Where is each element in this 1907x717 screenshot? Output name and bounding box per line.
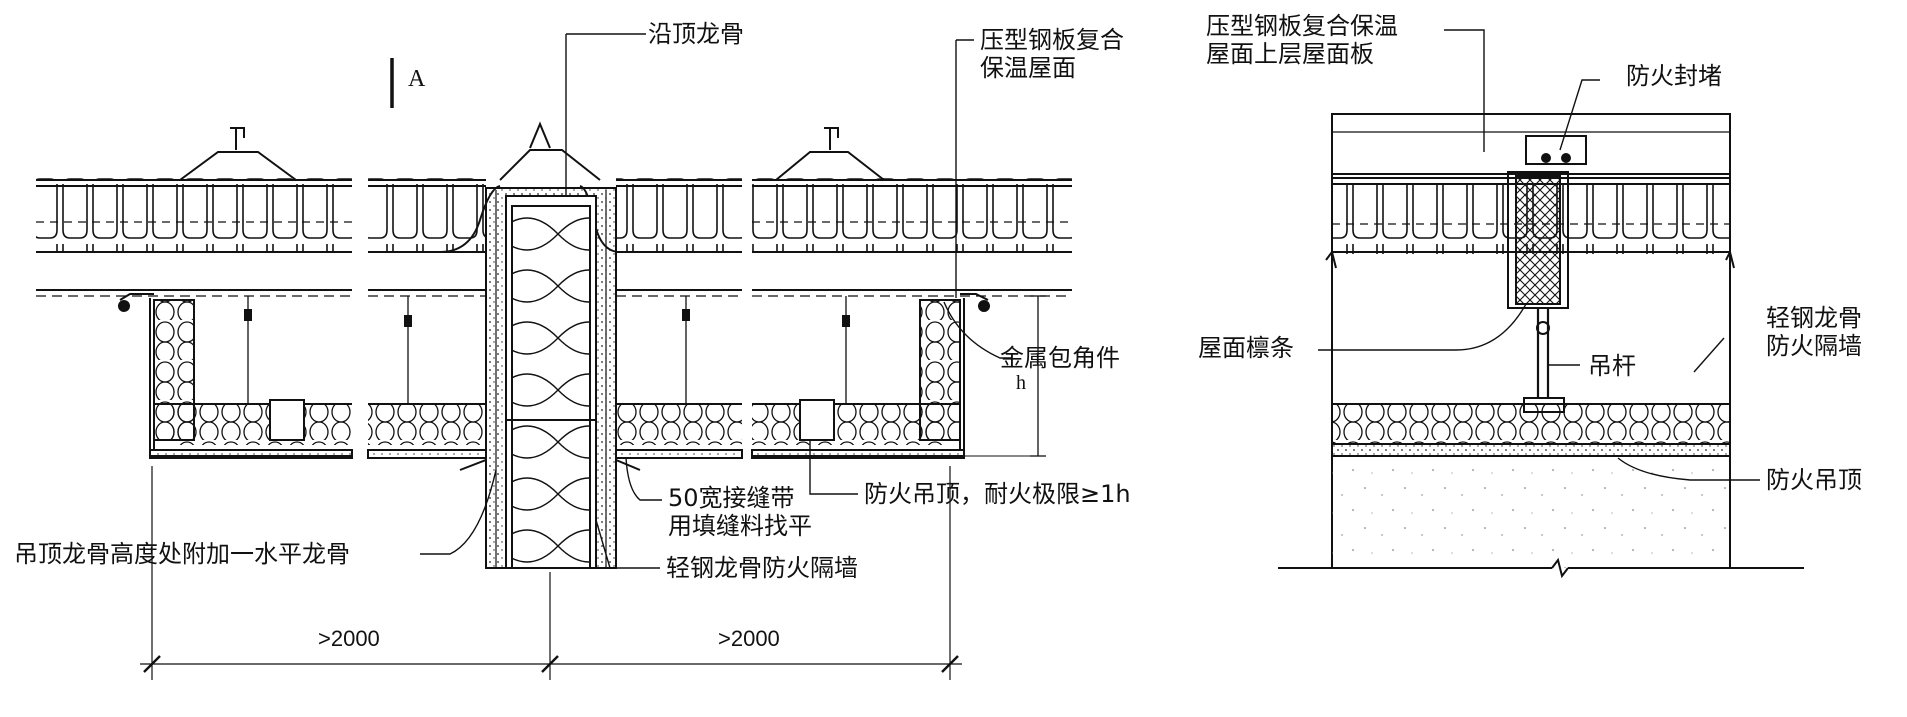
label-upper-panel: 压型钢板复合保温 屋面上层屋面板	[1206, 12, 1398, 68]
label-right-partition-line2: 防火隔墙	[1766, 332, 1862, 360]
label-right-partition: 轻钢龙骨 防火隔墙	[1766, 304, 1862, 360]
label-roof-panel: 压型钢板复合 保温屋面	[980, 26, 1124, 82]
section-mark: A	[408, 66, 426, 92]
dimension-left: >2000	[318, 626, 380, 651]
label-upper-panel-line1: 压型钢板复合保温	[1206, 12, 1398, 40]
label-right-fire-ceiling: 防火吊顶	[1766, 466, 1862, 494]
label-roof-panel-line2: 保温屋面	[980, 54, 1076, 82]
dimension-right: >2000	[718, 626, 780, 651]
label-fire-ceiling: 防火吊顶，耐火极限≥1h	[864, 480, 1131, 508]
label-metal-corner: 金属包角件	[1000, 344, 1120, 372]
label-tape-line2: 用填缝料找平	[668, 512, 812, 540]
label-roof-panel-line1: 压型钢板复合	[980, 26, 1124, 54]
label-fire-seal: 防火封堵	[1626, 62, 1722, 90]
height-mark: h	[1016, 372, 1026, 394]
label-tape: 50宽接缝带 用填缝料找平	[668, 484, 812, 540]
label-upper-panel-line2: 屋面上层屋面板	[1206, 40, 1374, 68]
label-purlin: 屋面檩条	[1198, 334, 1294, 362]
label-tape-line1: 50宽接缝带	[668, 484, 795, 512]
label-right-partition-line1: 轻钢龙骨	[1766, 304, 1862, 332]
label-top-runner: 沿顶龙骨	[648, 20, 744, 48]
label-hanger: 吊杆	[1588, 352, 1636, 380]
label-extra-runner: 吊顶龙骨高度处附加一水平龙骨	[14, 540, 350, 568]
label-partition: 轻钢龙骨防火隔墙	[666, 554, 858, 582]
